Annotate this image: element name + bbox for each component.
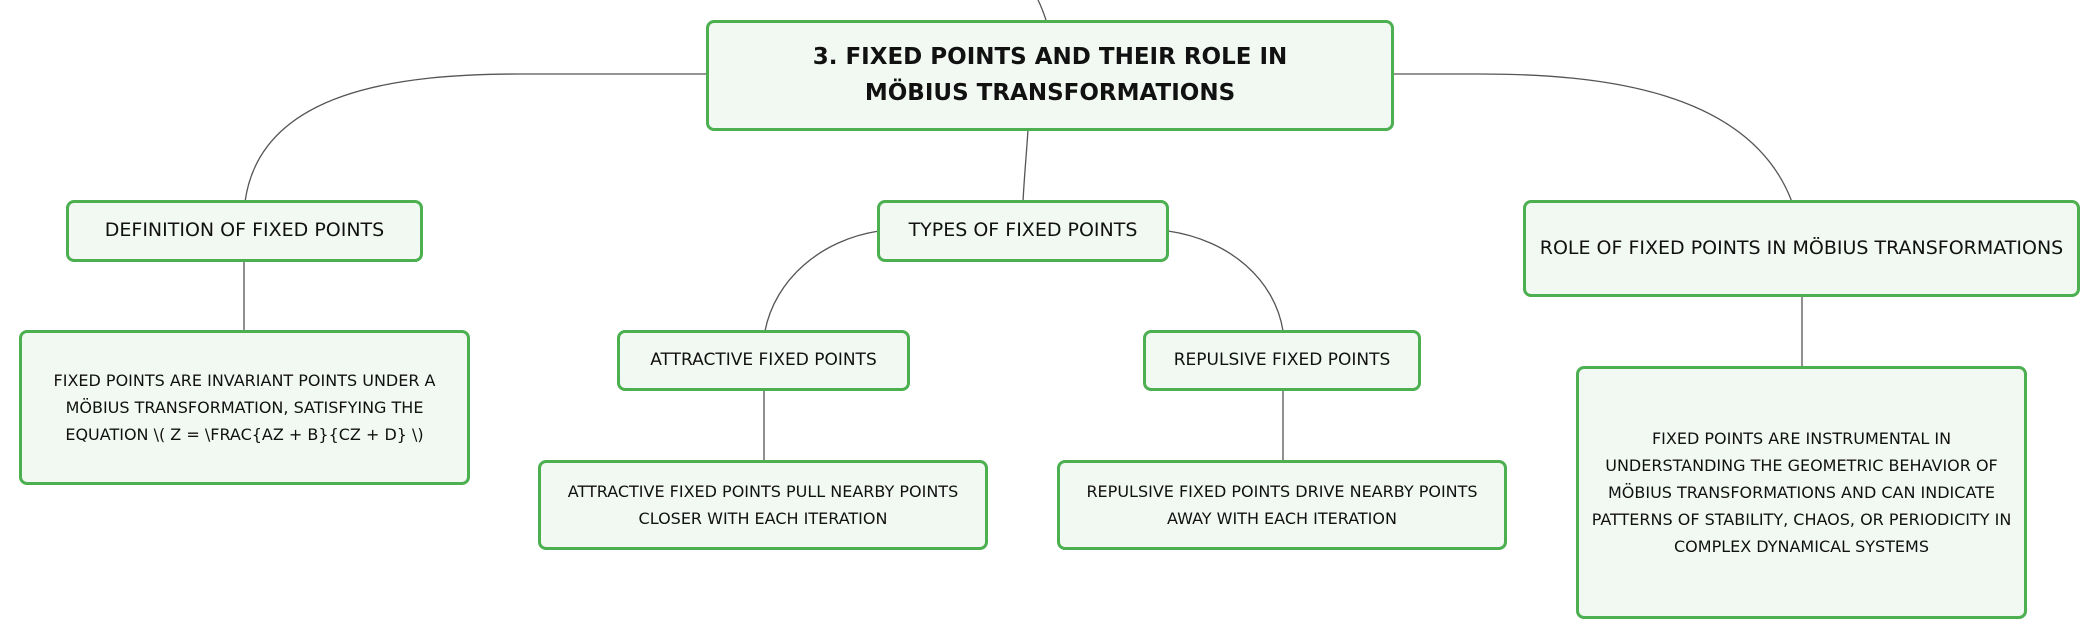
repulsive-fixed-points-node[interactable]: REPULSIVE FIXED POINTS [1143, 330, 1421, 391]
definition-detail-text: FIXED POINTS ARE INVARIANT POINTS UNDER … [53, 370, 436, 445]
role-of-fixed-points-node[interactable]: ROLE OF FIXED POINTS IN MÖBIUS TRANSFORM… [1523, 200, 2080, 297]
connector-types-repulsive [1167, 230, 1284, 332]
connector-root-definition [244, 73, 706, 203]
attractive-fixed-points-label: ATTRACTIVE FIXED POINTS [650, 350, 877, 371]
types-of-fixed-points-node[interactable]: TYPES OF FIXED POINTS [877, 200, 1169, 262]
role-detail-text: FIXED POINTS ARE INSTRUMENTAL IN UNDERST… [1591, 428, 2012, 557]
role-detail-node[interactable]: FIXED POINTS ARE INSTRUMENTAL IN UNDERST… [1576, 366, 2027, 619]
repulsive-fixed-points-label: REPULSIVE FIXED POINTS [1173, 350, 1391, 371]
connector-root-types [1022, 129, 1029, 203]
connector-root-role [1393, 73, 1793, 203]
repulsive-detail-text: REPULSIVE FIXED POINTS DRIVE NEARBY POIN… [1086, 481, 1478, 528]
root-topic-node[interactable]: 3. FIXED POINTS AND THEIR ROLE IN MÖBIUS… [706, 20, 1394, 131]
types-of-fixed-points-label: TYPES OF FIXED POINTS [908, 219, 1138, 242]
root-topic-label: 3. FIXED POINTS AND THEIR ROLE IN MÖBIUS… [812, 43, 1288, 106]
definition-of-fixed-points-node[interactable]: DEFINITION OF FIXED POINTS [66, 200, 423, 262]
attractive-detail-text: ATTRACTIVE FIXED POINTS PULL NEARBY POIN… [567, 481, 959, 528]
connector-types-attractive [764, 230, 880, 332]
definition-of-fixed-points-label: DEFINITION OF FIXED POINTS [104, 219, 385, 242]
attractive-fixed-points-node[interactable]: ATTRACTIVE FIXED POINTS [617, 330, 910, 391]
connector-incoming-parent [1037, 0, 1047, 21]
role-of-fixed-points-label: ROLE OF FIXED POINTS IN MÖBIUS TRANSFORM… [1539, 236, 2064, 259]
definition-detail-node[interactable]: FIXED POINTS ARE INVARIANT POINTS UNDER … [19, 330, 470, 485]
attractive-detail-node[interactable]: ATTRACTIVE FIXED POINTS PULL NEARBY POIN… [538, 460, 988, 550]
repulsive-detail-node[interactable]: REPULSIVE FIXED POINTS DRIVE NEARBY POIN… [1057, 460, 1507, 550]
